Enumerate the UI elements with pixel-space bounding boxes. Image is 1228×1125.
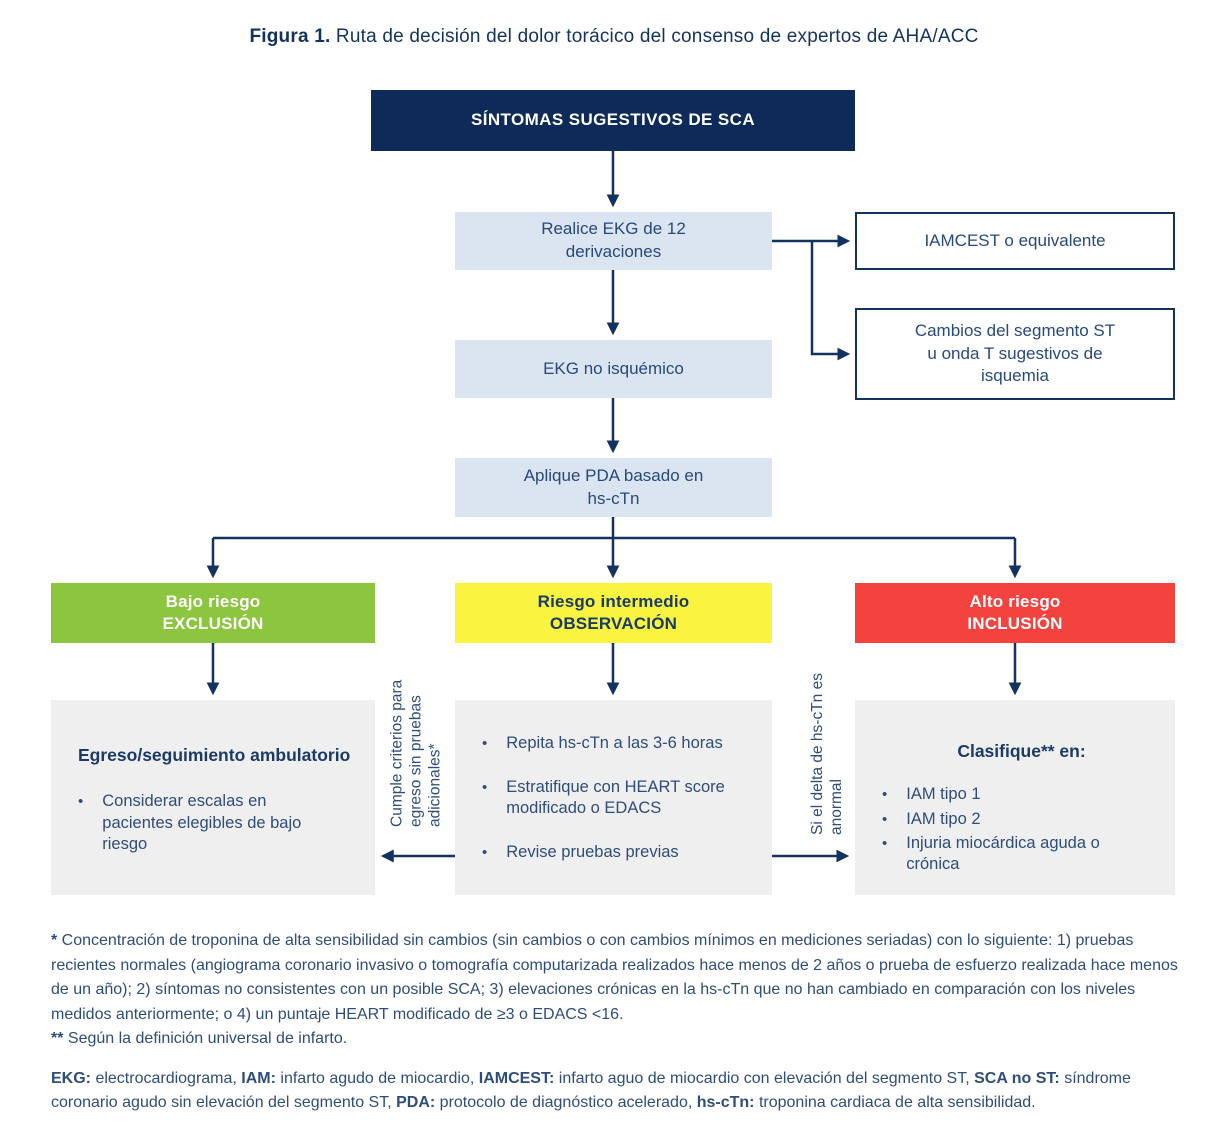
abbreviations: EKG: electrocardiograma, IAM: infarto ag…	[51, 1067, 1181, 1116]
node-st-changes-label: Cambios del segmento ST u onda T sugesti…	[914, 320, 1116, 386]
outcome-high-heading: Clasifique** en:	[957, 741, 1086, 761]
bullet-dot: •	[482, 779, 488, 797]
outcome-intermediate-bullets: • Repita hs-cTn a las 3-6 horas • Estratifi…	[482, 733, 758, 863]
node-ekg-no-ischemic: EKG no isquémico	[455, 340, 772, 398]
bullet-dot: •	[482, 735, 488, 752]
text-segment: Figura 1.	[249, 26, 331, 47]
node-high-risk: Alto riesgo INCLUSIÓN	[855, 583, 1175, 643]
footnotes: * Concentración de troponina de alta sen…	[51, 929, 1181, 1116]
label-delta-abnormal: Si el delta de hs-cTn es anormal	[809, 673, 845, 835]
node-iamcest-label: IAMCEST o equivalente	[924, 230, 1106, 250]
node-intermediate-risk: Riesgo intermedio OBSERVACIÓN	[455, 583, 772, 643]
outcome-low-bullets: • Considerar escalas en pacientes elegibl…	[78, 791, 357, 854]
list-item: • Considerar escalas en pacientes elegibl…	[78, 791, 357, 854]
bullet-dot: •	[482, 844, 488, 862]
node-low-risk: Bajo riesgo EXCLUSIÓN	[51, 583, 375, 643]
bullet-dot: •	[882, 810, 888, 828]
outcome-intermediate: • Repita hs-cTn a las 3-6 horas • Estratifi…	[455, 700, 772, 895]
text-segment: infarto aguo de miocardio con elevación …	[554, 1069, 975, 1087]
bullet-text: Repita hs-cTn a las 3-6 horas	[506, 734, 723, 752]
node-start-label: SÍNTOMAS SUGESTIVOS DE SCA	[470, 110, 756, 130]
node-pda: Aplique PDA basado en hs-cTn	[455, 458, 772, 517]
list-item: • Repita hs-cTn a las 3-6 horas	[482, 733, 758, 754]
text-segment: Ruta de decisión del dolor torácico del …	[330, 26, 979, 47]
arrow-ekg-to-st-changes	[810, 241, 851, 361]
text-segment: **	[51, 1030, 68, 1047]
low-risk-line1: Bajo riesgo	[165, 591, 261, 611]
bullet-dot: •	[882, 786, 888, 804]
bullet-dot: •	[882, 834, 888, 852]
bullet-text: IAM tipo 2	[906, 809, 981, 828]
list-item: • Injuria miocárdica aguda o crónica	[882, 833, 1161, 875]
node-ekg-12-label: Realice EKG de 12 derivaciones	[541, 219, 686, 261]
footnote-double-asterisk: ** Según la definición universal de infa…	[51, 1027, 1181, 1052]
bullet-text: Injuria miocárdica aguda o crónica	[906, 833, 1100, 873]
intermediate-risk-line2: OBSERVACIÓN	[549, 614, 678, 633]
label-discharge-criteria: Cumple criterios para egreso sin pruebas…	[388, 679, 444, 827]
text-segment: electrocardiograma,	[91, 1069, 242, 1087]
outcome-low: Egreso/seguimiento ambulatorio • Consider…	[51, 700, 375, 895]
high-risk-line2: INCLUSIÓN	[967, 614, 1063, 633]
text-segment: Según la definición universal de infarto…	[67, 1030, 348, 1047]
low-risk-line2: EXCLUSIÓN	[162, 614, 264, 633]
node-start: SÍNTOMAS SUGESTIVOS DE SCA	[371, 90, 855, 151]
node-pda-label: Aplique PDA basado en hs-cTn	[523, 465, 704, 508]
list-item: • IAM tipo 2	[882, 809, 1161, 830]
list-item: • IAM tipo 1	[882, 784, 1161, 805]
high-risk-line1: Alto riesgo	[969, 591, 1061, 611]
bullet-text: Estratifique con HEART score modificado …	[506, 778, 725, 818]
footnote-asterisk: * Concentración de troponina de alta sen…	[51, 929, 1181, 1027]
text-segment: IAMCEST:	[478, 1069, 555, 1087]
text-segment: hs-cTn:	[696, 1094, 755, 1111]
outcome-high: Clasifique** en: •IAM tipo 1•IAM tipo 2•…	[855, 700, 1175, 895]
figure-title: Figura 1. Ruta de decisión del dolor tor…	[0, 26, 1228, 48]
text-segment: troponina cardiaca de alta sensibilidad.	[754, 1094, 1036, 1111]
node-iamcest: IAMCEST o equivalente	[855, 212, 1175, 270]
list-item: • Estratifique con HEART score modificado…	[482, 777, 758, 819]
bullet-text: Revise pruebas previas	[506, 843, 679, 862]
intermediate-risk-line1: Riesgo intermedio	[537, 591, 690, 611]
bullet-text: Considerar escalas en pacientes elegible…	[102, 792, 302, 853]
node-ekg-no-ischemic-label: EKG no isquémico	[543, 358, 684, 378]
text-segment: *	[51, 932, 62, 949]
text-segment: síndrome coronario agudo sin elevación d…	[51, 1069, 1131, 1112]
node-st-changes: Cambios del segmento ST u onda T sugesti…	[855, 308, 1175, 400]
list-item: • Revise pruebas previas	[482, 842, 758, 863]
text-segment: Concentración de troponina de alta sensi…	[51, 932, 1178, 1023]
text-segment: protocolo de diagnóstico acelerado,	[435, 1094, 697, 1111]
text-segment: IAM:	[241, 1069, 276, 1087]
bullet-text: IAM tipo 1	[906, 785, 981, 804]
text-segment: SCA no ST:	[974, 1069, 1060, 1087]
outcome-low-heading: Egreso/seguimiento ambulatorio	[78, 745, 351, 765]
text-segment: infarto agudo de miocardio,	[275, 1069, 479, 1087]
bullet-dot: •	[78, 793, 84, 811]
outcome-high-bullets: • IAM tipo 1 • IAM tipo 2 • Injuria miocárdic…	[882, 784, 1161, 874]
node-ekg-12: Realice EKG de 12 derivaciones	[455, 212, 772, 270]
text-segment: PDA:	[396, 1094, 436, 1111]
text-segment: EKG:	[51, 1069, 91, 1087]
branch-line	[213, 517, 1015, 540]
